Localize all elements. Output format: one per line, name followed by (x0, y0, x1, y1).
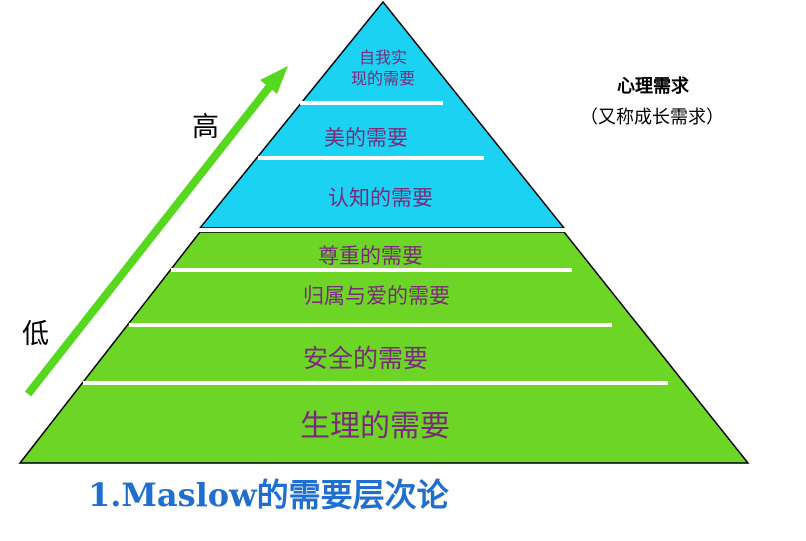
label-low: 低 (22, 319, 49, 350)
level-cognitive: 认知的需要 (328, 186, 433, 210)
level-belonging-love: 归属与爱的需要 (303, 284, 450, 308)
level-physiological: 生理的需要 (300, 409, 450, 444)
low-to-high-arrow-shaft (24, 83, 274, 397)
label-high: 高 (192, 112, 219, 143)
psych-needs-subtitle: （又称成长需求） (580, 107, 724, 128)
level-self-actualization: 自我实 现的需要 (343, 47, 423, 89)
level-esteem: 尊重的需要 (318, 244, 423, 268)
level-safety: 安全的需要 (303, 344, 429, 373)
slide-caption: 1.Maslow的需要层次论 (88, 476, 449, 514)
psych-needs-title: 心理需求 (617, 76, 689, 97)
level-self-actualization-line1: 自我实 (358, 48, 407, 67)
level-aesthetic: 美的需要 (324, 126, 408, 150)
level-self-actualization-line2: 现的需要 (350, 69, 415, 88)
arrow-head-icon (260, 66, 288, 94)
